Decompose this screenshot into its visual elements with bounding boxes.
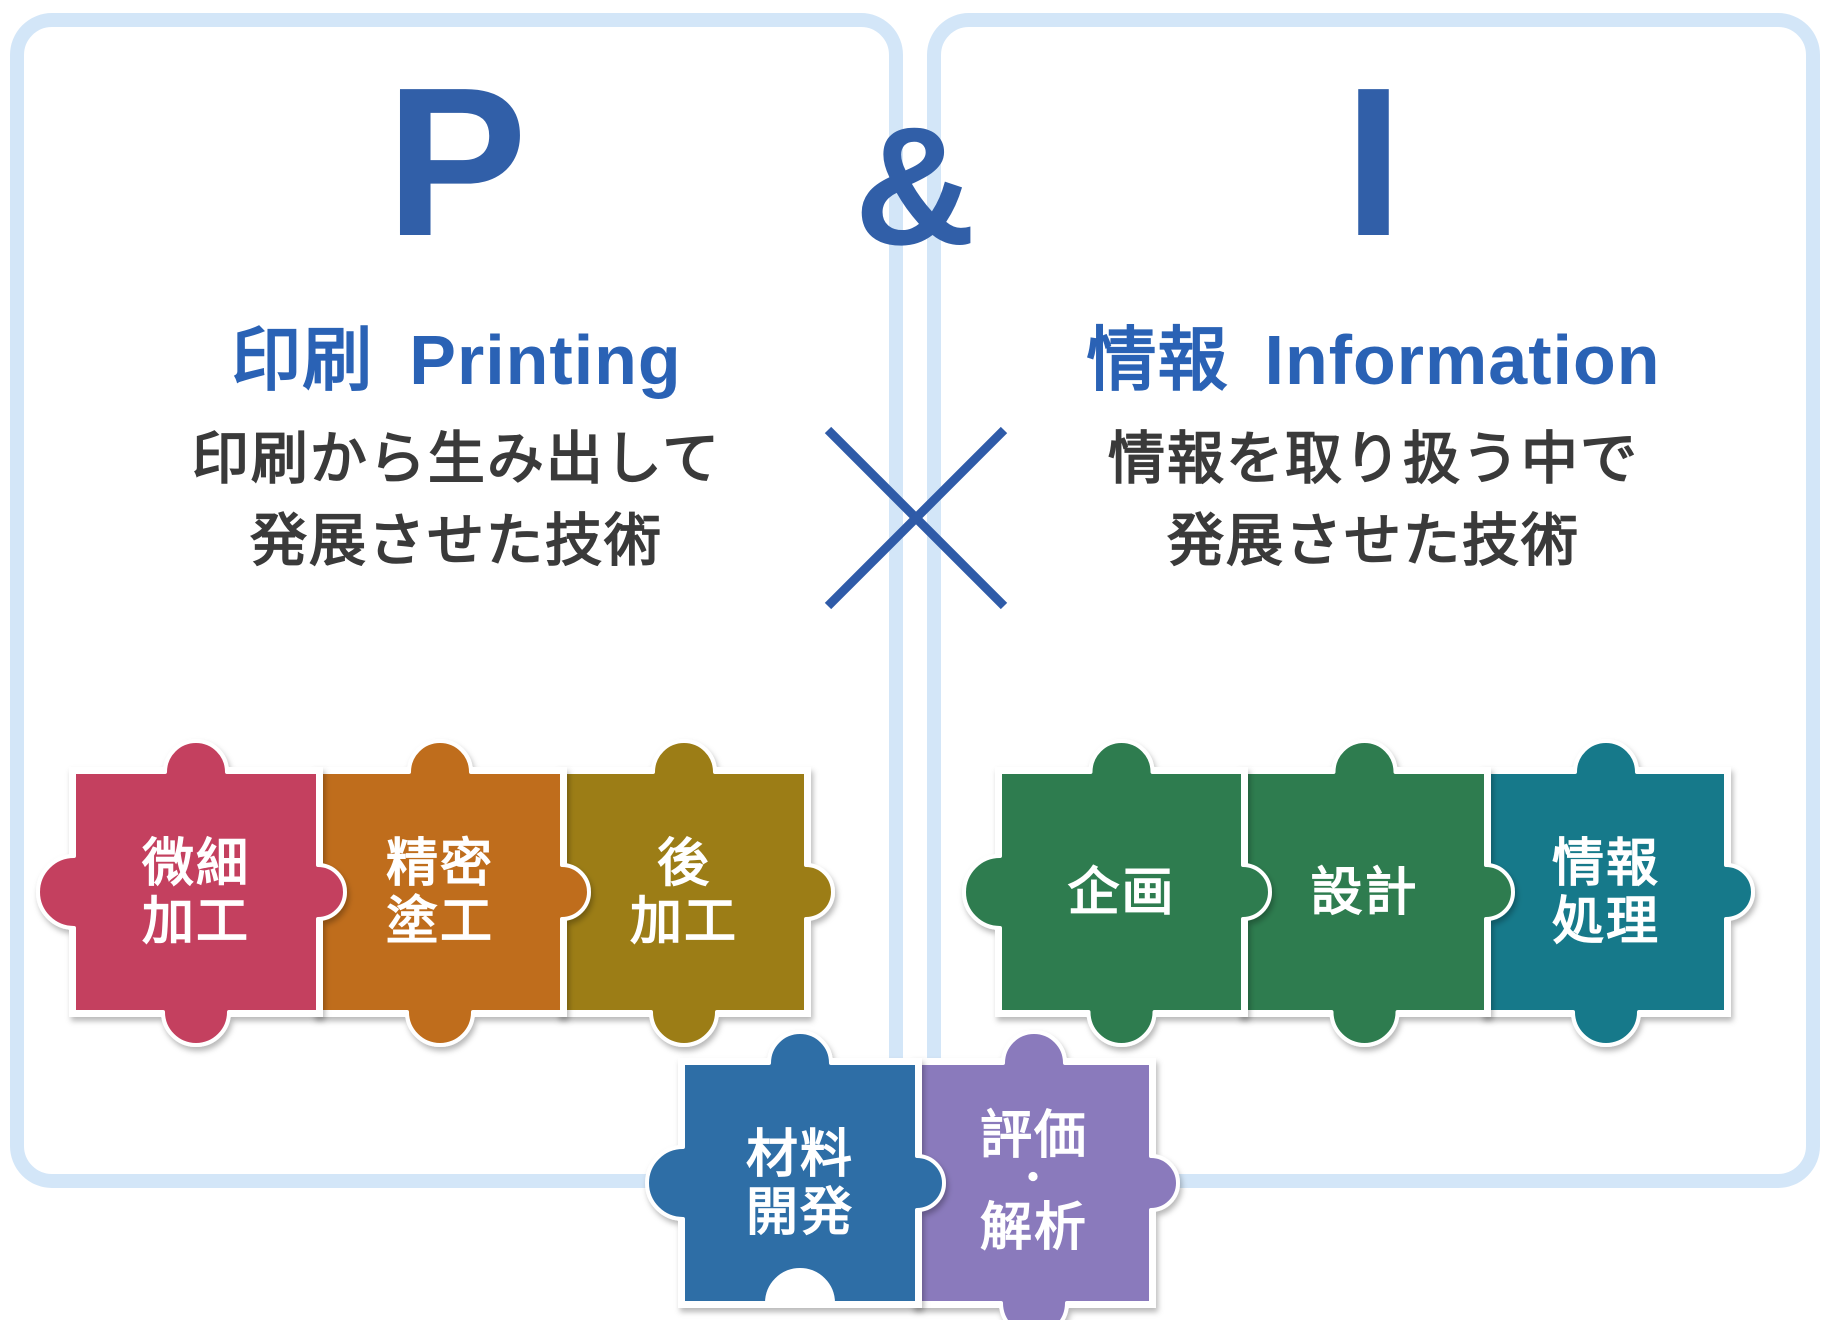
printing-description: 印刷から生み出して 発展させた技術: [10, 418, 903, 582]
puzzle-piece-label-fine-processing-line1: 微細: [141, 835, 250, 893]
puzzle-piece-label-fine-processing-line2: 加工: [142, 893, 250, 951]
puzzle-piece-label-precision-coating-line1: 精密: [386, 835, 494, 893]
puzzle-piece-label-design-line1: 設計: [1310, 864, 1418, 922]
printing-description-line2: 発展させた技術: [250, 509, 663, 573]
puzzle-piece-label-info-processing-line1: 情報: [1552, 835, 1660, 893]
puzzle-piece-post-processing: 後加工: [524, 739, 835, 1047]
puzzle-piece-label-material-dev-line1: 材料: [746, 1126, 854, 1184]
puzzle-piece-label-info-processing-line2: 処理: [1552, 893, 1660, 951]
multiply-x-stroke-2: [824, 426, 1008, 610]
printing-heading-en: Printing: [409, 321, 682, 399]
information-heading: 情報 Information: [927, 322, 1820, 399]
puzzle-piece-shape-fine-processing: [36, 739, 347, 1047]
puzzle-piece-shape-material-dev: [645, 1030, 946, 1305]
puzzle-piece-label-precision-coating-line2: 塗工: [386, 892, 494, 951]
information-heading-en: Information: [1264, 321, 1661, 399]
puzzle-piece-design: 設計: [1205, 739, 1515, 1047]
letter-i: I: [1344, 43, 1403, 280]
ampersand: &: [854, 92, 976, 280]
puzzle-piece-label-material-dev-line2: 開発: [746, 1184, 854, 1242]
puzzle-piece-label-planning-line1: 企画: [1067, 864, 1175, 922]
puzzle-piece-shape-planning: [962, 739, 1272, 1047]
puzzle-piece-label-post-processing-line1: 後: [657, 835, 711, 893]
information-description-line2: 発展させた技術: [1167, 509, 1580, 573]
printing-description-line1: 印刷から生み出して: [191, 427, 722, 491]
puzzle-piece-label-eval-analysis-line3: 解析: [980, 1199, 1088, 1257]
information-heading-jp: 情報: [1086, 321, 1229, 399]
puzzle-piece-planning: 企画: [962, 739, 1272, 1047]
printing-heading: 印刷 Printing: [10, 322, 903, 399]
information-description-line1: 情報を取り扱う中で: [1108, 427, 1639, 491]
puzzle-piece-label-eval-analysis-line1: 評価: [980, 1107, 1088, 1165]
puzzle-piece-label-post-processing-line2: 加工: [630, 893, 738, 951]
puzzle-piece-eval-analysis: 評価・解析: [879, 1030, 1180, 1320]
information-description: 情報を取り扱う中で 発展させた技術: [927, 418, 1820, 582]
printing-heading-jp: 印刷: [231, 321, 374, 399]
letter-p: P: [385, 43, 528, 280]
puzzle-piece-label-eval-analysis-line2: ・: [1014, 1158, 1054, 1200]
